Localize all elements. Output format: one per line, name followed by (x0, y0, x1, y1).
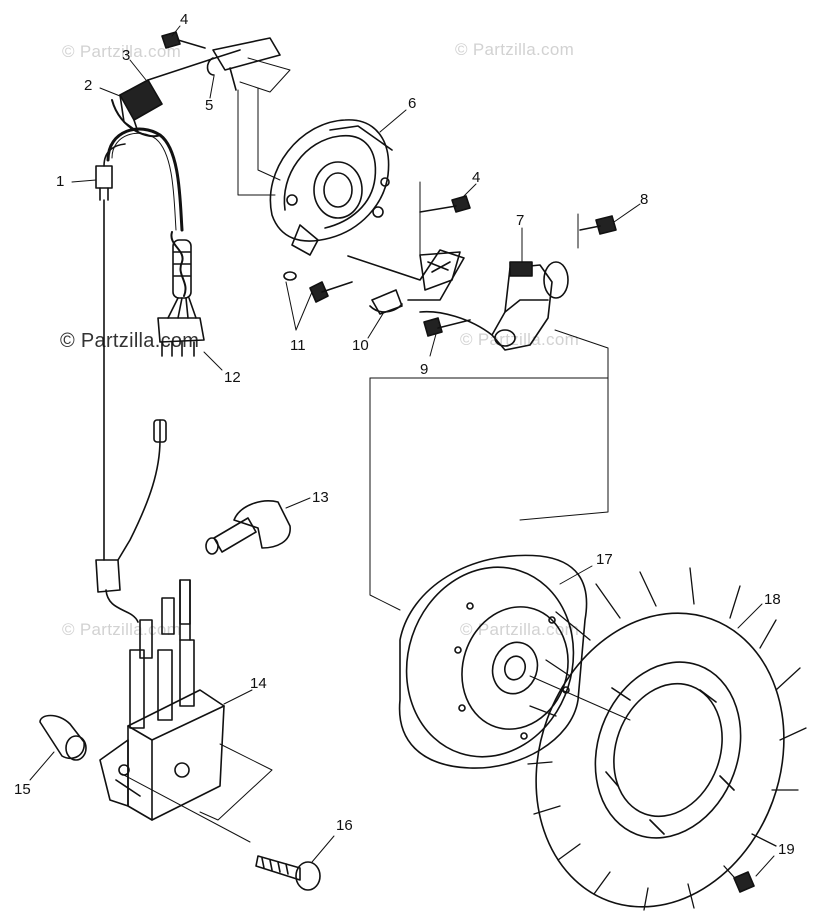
callout-leaders (29, 25, 775, 877)
callout-14: 14 (250, 675, 267, 692)
stator-plate (269, 119, 471, 337)
callout-9: 9 (420, 361, 429, 378)
flywheel (398, 554, 631, 769)
callout-3: 3 (122, 47, 131, 64)
watermark: © Partzilla.com (455, 40, 575, 59)
callout-15: 15 (14, 781, 31, 798)
watermark: © Partzilla.com (62, 620, 182, 639)
pickup-coil (419, 261, 569, 351)
callout-4: 4 (180, 11, 189, 28)
ignition-coil (39, 419, 321, 891)
flywheel-alignment (369, 181, 609, 611)
wire-harness (95, 31, 281, 561)
callout-10: 10 (352, 337, 369, 354)
callout-7: 7 (516, 212, 525, 229)
watermark-main: © Partzilla.com (60, 330, 200, 352)
callout-8: 8 (640, 191, 649, 208)
callout-19: 19 (778, 841, 795, 858)
callout-1: 1 (56, 173, 65, 190)
callout-16: 16 (336, 817, 353, 834)
callout-4b: 4 (472, 169, 481, 186)
callout-13: 13 (312, 489, 329, 506)
callout-5: 5 (205, 97, 214, 114)
callout-17: 17 (596, 551, 613, 568)
cooling-fan (527, 567, 807, 911)
watermark: © Partzilla.com (460, 330, 580, 349)
alignment-lines (237, 57, 291, 196)
mounting-screws (419, 195, 617, 235)
callout-6: 6 (408, 95, 417, 112)
watermark: © Partzilla.com (62, 42, 182, 61)
callout-12: 12 (224, 369, 241, 386)
callout-18: 18 (764, 591, 781, 608)
watermark: © Partzilla.com (460, 620, 580, 639)
callout-2: 2 (84, 77, 93, 94)
callout-11: 11 (290, 337, 306, 354)
